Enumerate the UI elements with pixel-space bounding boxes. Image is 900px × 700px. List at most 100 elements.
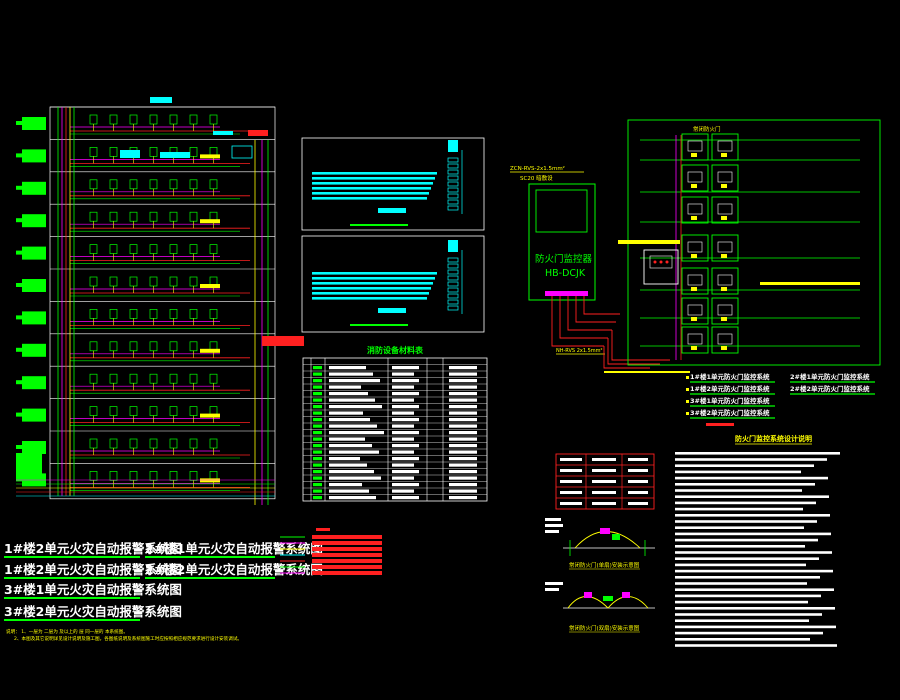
top-equipment (213, 131, 233, 135)
floor-terminal-tab (16, 412, 22, 417)
floor-terminal-tab (16, 250, 22, 255)
table-cell-text (392, 379, 419, 383)
system-label-4: 2#楼2单元防火门监控系统 (790, 384, 870, 393)
table-symbol (313, 437, 322, 441)
door-monitor-units (618, 133, 860, 360)
red-table-frame (555, 453, 655, 510)
system-label-6: 3#楼2单元防火门监控系统 (690, 408, 770, 417)
panel-head (448, 240, 458, 252)
door-unit (681, 164, 709, 192)
door-closer (717, 241, 733, 253)
door-sensor (721, 346, 727, 350)
module-screen (649, 255, 673, 269)
cable-bundle (312, 292, 429, 295)
terminal-strip (447, 299, 459, 305)
table-cell-text (449, 411, 477, 415)
cable-bundle (312, 182, 433, 185)
door-sensor (721, 184, 727, 188)
floor-terminal-box (22, 181, 46, 195)
table-cell-text (329, 496, 376, 500)
notes-text-line (675, 545, 805, 548)
legend-text-bar (312, 535, 382, 539)
red-table-text (628, 502, 648, 505)
table-cell-text (449, 457, 477, 461)
table-symbol (313, 483, 322, 487)
material-table (302, 357, 488, 502)
cable-bundle (312, 192, 429, 195)
controller-name: 防火门监控器 (535, 253, 593, 265)
detail-legend (545, 582, 563, 585)
red-table-text (560, 458, 582, 461)
fire-door-controller (528, 183, 596, 301)
notes-text-line (675, 613, 822, 616)
notes-text-line (675, 576, 820, 579)
door-sensor (691, 254, 697, 258)
system-label-3: 2#楼1单元防火门监控系统 (790, 372, 870, 381)
middle-device-schematics (312, 140, 463, 326)
detail-sensor (612, 534, 620, 540)
table-cell-text (329, 476, 381, 480)
red-table-text (592, 491, 616, 494)
left-note-1: 说明： 1、一层为 二层为 及以上的 层 同一层的 本系统图。 (6, 628, 128, 635)
table-cell-text (329, 405, 382, 409)
floor-terminal-box (22, 149, 46, 163)
door-sensor (691, 184, 697, 188)
left-title-6: 2#楼2单元火灾自动报警系统图 (145, 562, 323, 577)
left-title-1: 1#楼2单元火灾自动报警系统图 (4, 541, 182, 556)
door-closer (687, 304, 703, 316)
legend-heading (316, 528, 330, 531)
notes-text-line (675, 557, 819, 560)
floor-terminal-tab (16, 153, 22, 158)
legend-text-bar (312, 559, 382, 563)
table-symbol (313, 424, 322, 428)
middle-upper-panel (301, 137, 485, 333)
red-table-text (560, 480, 582, 483)
terminal-strip (447, 181, 459, 187)
table-cell-text (392, 424, 414, 428)
top-equipment-red (248, 130, 268, 136)
door-sensor (691, 346, 697, 350)
floor-terminal-box (22, 343, 46, 357)
equipment-list-table (555, 453, 655, 510)
notes-text-line (675, 607, 835, 610)
table-cell-text (392, 463, 414, 467)
notes-text-line (675, 582, 807, 585)
terminal-strip (447, 175, 459, 181)
table-cell-text (329, 372, 373, 376)
cable-bundle (312, 172, 437, 175)
door-unit (681, 267, 709, 295)
terminal-strip (447, 263, 459, 269)
system-label-2: 1#楼2单元防火门监控系统 (690, 384, 770, 393)
table-cell-text (449, 431, 477, 435)
floor-terminal-box (22, 117, 46, 130)
terminal-strip (447, 287, 459, 293)
wire-legend (280, 528, 382, 575)
table-cell-text (329, 483, 362, 487)
table-cell-text (392, 411, 414, 415)
terminal-strip (447, 163, 459, 169)
terminal-strip (447, 205, 459, 211)
notes-text-line (675, 532, 831, 536)
table-symbol (313, 411, 322, 415)
terminal-strip (447, 187, 459, 193)
table-cell-text (329, 411, 363, 415)
table-symbol (313, 385, 322, 389)
panel-caption-bar (350, 324, 408, 326)
floor-terminal-tab (16, 380, 22, 385)
table-cell-text (449, 424, 477, 428)
table-cell-text (392, 489, 414, 493)
module-block (200, 219, 220, 224)
notes-text-line (675, 594, 821, 598)
table-cell-text (392, 385, 414, 389)
floor-terminal-tab (16, 283, 22, 287)
cable-bundle (312, 282, 433, 285)
floor-terminal-box (22, 408, 46, 422)
door-closer (687, 241, 703, 253)
door-sensor (721, 153, 727, 157)
notes-text-line (675, 489, 802, 492)
notes-text-line (675, 495, 829, 498)
panel-caption-bar (350, 224, 408, 226)
door-unit (681, 297, 709, 325)
table-cell-text (329, 398, 375, 402)
red-table-text (592, 502, 616, 505)
